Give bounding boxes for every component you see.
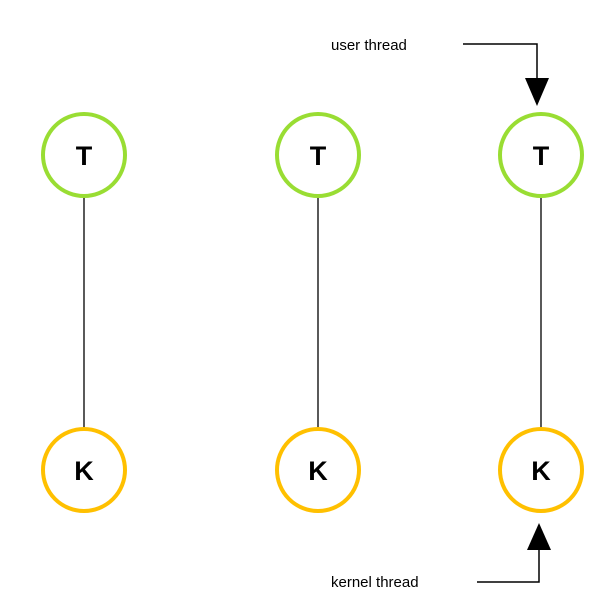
kernel-thread-letter-2: K: [308, 456, 328, 486]
kernel-thread-node-1: [41, 427, 127, 513]
kernel-thread-label: kernel thread: [331, 574, 419, 591]
thread-pair-1: T K: [41, 112, 127, 513]
kernel-thread-callout: kernel thread: [331, 523, 551, 591]
user-thread-letter-1: T: [76, 141, 93, 171]
user-thread-node-2: [275, 112, 361, 198]
user-thread-letter-3: T: [533, 141, 550, 171]
user-thread-node-1: [41, 112, 127, 198]
kernel-thread-letter-3: K: [531, 456, 551, 486]
user-thread-arrow-head: [525, 78, 549, 106]
user-thread-callout: user thread: [331, 37, 549, 106]
kernel-thread-node-2: [275, 427, 361, 513]
kernel-thread-letter-1: K: [74, 456, 94, 486]
kernel-thread-arrow-head: [527, 523, 551, 550]
user-thread-label: user thread: [331, 37, 407, 54]
thread-pair-2: T K: [275, 112, 361, 513]
thread-pair-3: T K: [498, 112, 584, 513]
user-thread-node-3: [498, 112, 584, 198]
user-thread-letter-2: T: [310, 141, 327, 171]
kernel-thread-arrow-line: [477, 548, 540, 583]
kernel-thread-node-3: [498, 427, 584, 513]
user-thread-arrow-line: [463, 43, 538, 80]
